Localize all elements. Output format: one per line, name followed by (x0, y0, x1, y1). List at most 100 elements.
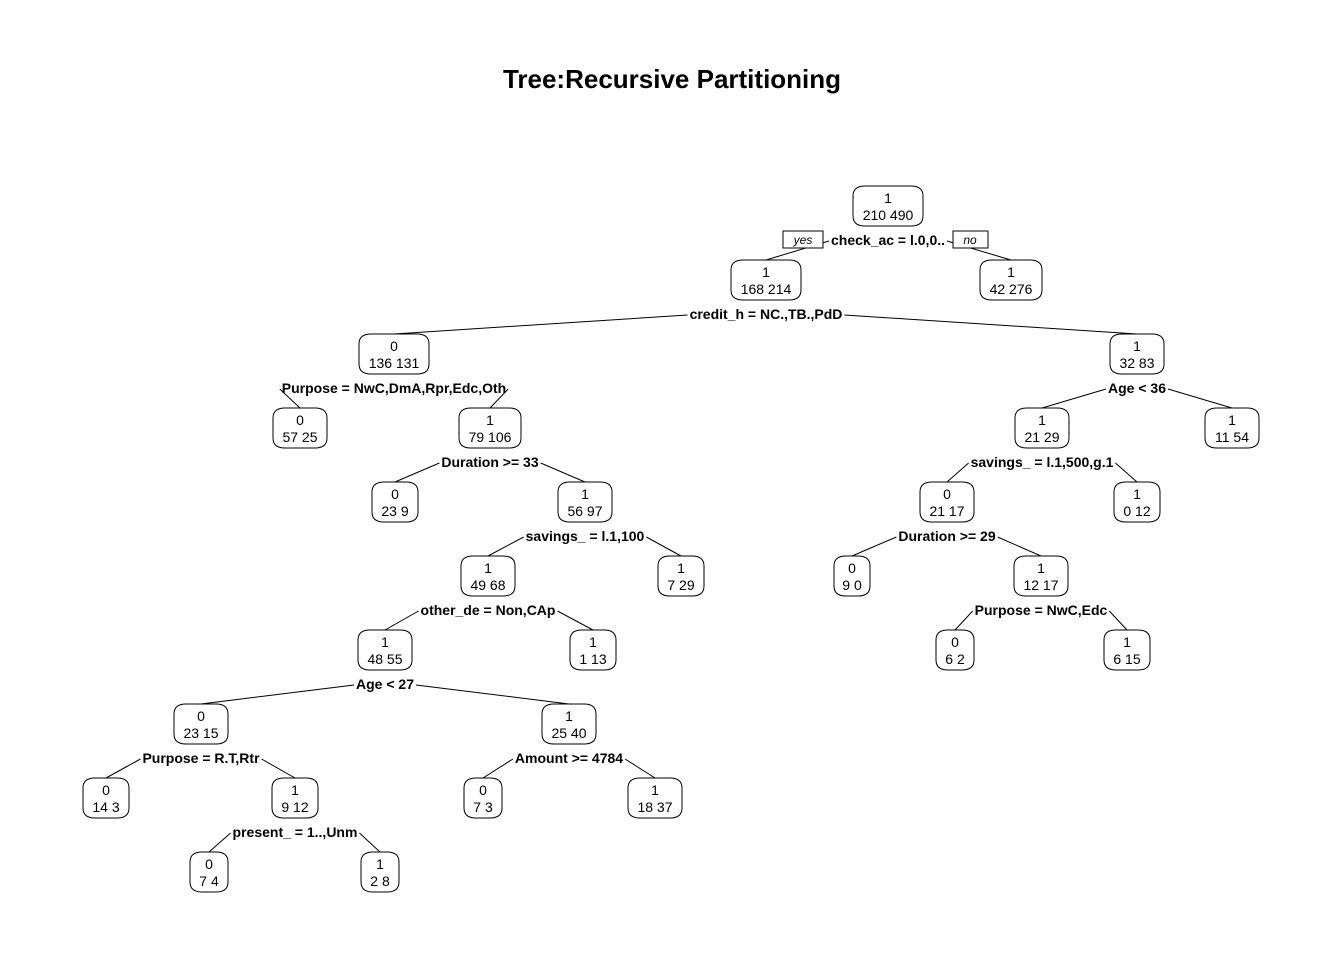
node-class-label: 1 (1123, 634, 1131, 650)
edge-left (1041, 388, 1107, 409)
tree-node: 057 25 (272, 407, 328, 449)
node-counts-label: 18 37 (637, 799, 672, 815)
node-box (557, 481, 613, 523)
tree-node: 07 4 (189, 851, 229, 893)
node-class-label: 1 (884, 190, 892, 206)
node-box (730, 259, 802, 301)
tree-node: 021 17 (919, 481, 975, 523)
node-class-label: 1 (565, 708, 573, 724)
node-box (919, 481, 975, 523)
node-box (541, 703, 597, 745)
split-label: credit_h = NC.,TB.,PdD (690, 306, 843, 322)
node-box (173, 703, 229, 745)
yes-branch-label: yes (782, 230, 824, 249)
node-class-label: 0 (391, 486, 399, 502)
node-class-label: 0 (205, 856, 213, 872)
split-label: Age < 27 (356, 676, 414, 692)
edge-left (393, 314, 688, 335)
node-counts-label: 23 9 (381, 503, 408, 519)
edge-right (359, 832, 381, 853)
node-class-label: 1 (1228, 412, 1236, 428)
node-box (463, 777, 503, 819)
tree-node: 132 83 (1109, 333, 1165, 375)
node-box (360, 851, 400, 893)
tree-node: 023 9 (371, 481, 419, 523)
tree-node: 19 12 (271, 777, 319, 819)
edge-left (851, 536, 897, 557)
node-counts-label: 168 214 (741, 281, 792, 297)
edge-right (624, 758, 656, 779)
tree-node: 112 17 (1013, 555, 1069, 597)
node-box (657, 555, 705, 597)
edge-right (1108, 610, 1128, 631)
edge-right (646, 536, 682, 557)
node-counts-label: 32 83 (1119, 355, 1154, 371)
node-box (458, 407, 522, 449)
node-counts-label: 0 12 (1123, 503, 1150, 519)
tree-node: 148 55 (357, 629, 413, 671)
split-label: Duration >= 33 (441, 454, 538, 470)
edge-right (489, 388, 509, 409)
edge-left (208, 832, 231, 853)
edge-right (1167, 388, 1233, 409)
node-counts-label: 12 17 (1023, 577, 1058, 593)
edge-left (954, 610, 974, 631)
node-counts-label: 7 4 (199, 873, 219, 889)
chart-title: Tree:Recursive Partitioning (502, 64, 842, 94)
split-label: check_ac = l.0,0.. (831, 232, 945, 248)
node-counts-label: 7 29 (667, 577, 694, 593)
node-counts-label: 11 54 (1215, 429, 1249, 445)
tree-node: 179 106 (458, 407, 522, 449)
yes-box (782, 230, 824, 249)
tree-node: 023 15 (173, 703, 229, 745)
node-counts-label: 7 3 (473, 799, 493, 815)
node-counts-label: 6 2 (945, 651, 965, 667)
split-label: other_de = Non,CAp (421, 602, 556, 618)
tree-node: 142 276 (979, 259, 1043, 301)
edge-left (200, 684, 355, 705)
edge-left (279, 388, 301, 409)
node-counts-label: 210 490 (863, 207, 914, 223)
edge-right (557, 610, 594, 631)
node-class-label: 0 (951, 634, 959, 650)
node-box (852, 185, 924, 227)
node-counts-label: 21 29 (1024, 429, 1059, 445)
edge-left (946, 462, 969, 483)
tree-node: 12 8 (360, 851, 400, 893)
node-counts-label: 23 15 (183, 725, 218, 741)
node-box (1014, 407, 1070, 449)
node-class-label: 0 (197, 708, 205, 724)
split-label: Duration >= 29 (898, 528, 995, 544)
node-counts-label: 42 276 (990, 281, 1033, 297)
edge-left (487, 536, 524, 557)
yes-text: yes (793, 233, 813, 247)
node-box (979, 259, 1043, 301)
node-counts-label: 25 40 (551, 725, 586, 741)
node-counts-label: 56 97 (567, 503, 602, 519)
split-label: savings_ = l.1,100 (526, 528, 645, 544)
edge-right (997, 536, 1042, 557)
tree-node: 125 40 (541, 703, 597, 745)
node-counts-label: 21 17 (929, 503, 964, 519)
node-class-label: 1 (1037, 560, 1045, 576)
node-class-label: 1 (762, 264, 770, 280)
node-class-label: 1 (581, 486, 589, 502)
node-class-label: 0 (848, 560, 856, 576)
node-class-label: 1 (1007, 264, 1015, 280)
split-label: Purpose = NwC,DmA,Rpr,Edc,Oth (282, 380, 506, 396)
tree-node: 014 3 (82, 777, 130, 819)
no-branch-label: no (952, 230, 989, 249)
node-counts-label: 9 12 (281, 799, 308, 815)
tree-node: 118 37 (627, 777, 683, 819)
node-class-label: 0 (102, 782, 110, 798)
node-box (82, 777, 130, 819)
tree-node: 156 97 (557, 481, 613, 523)
node-box (189, 851, 229, 893)
node-counts-label: 9 0 (842, 577, 862, 593)
node-class-label: 0 (296, 412, 304, 428)
node-counts-label: 79 106 (469, 429, 512, 445)
node-box (271, 777, 319, 819)
